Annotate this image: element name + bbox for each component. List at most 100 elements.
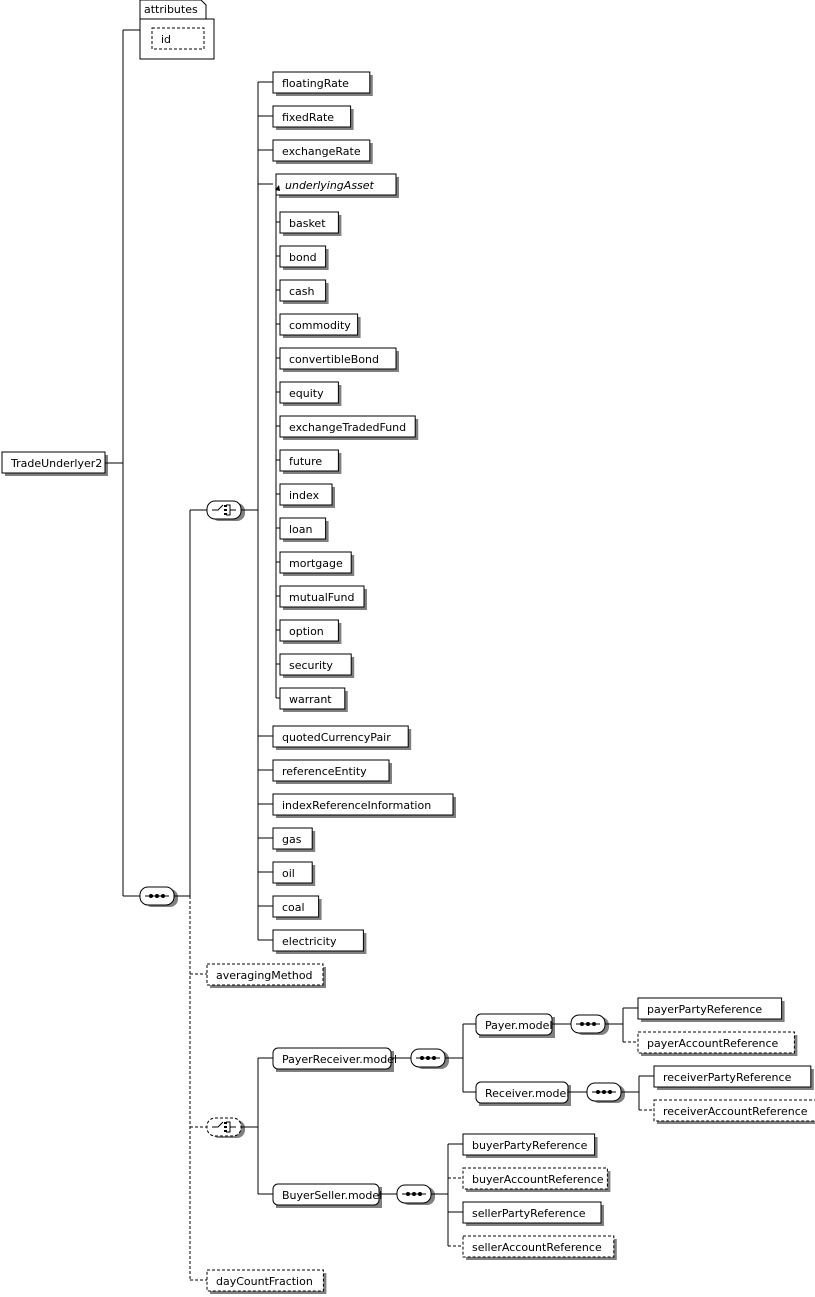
substitution-arrow-icon: [275, 185, 280, 191]
element-cash-label: cash: [289, 285, 315, 298]
element-exchangeRate[interactable]: exchangeRate: [272, 139, 373, 164]
element-loan[interactable]: loan: [279, 517, 329, 542]
box-frame: [272, 759, 390, 782]
box-frame: [462, 1167, 608, 1190]
box-frame: [279, 619, 339, 642]
element-buyerAccountReference[interactable]: buyerAccountReference: [462, 1167, 611, 1192]
sequence-dot: [412, 1192, 416, 1196]
box-frame: [272, 861, 313, 884]
element-gas[interactable]: gas: [272, 827, 316, 852]
element-receiverpartyreference[interactable]: receiverPartyReference: [653, 1065, 814, 1090]
element-referenceEntity[interactable]: referenceEntity: [272, 759, 392, 784]
element-payerpartyreference-label: payerPartyReference: [647, 1003, 762, 1016]
sequence-dot: [596, 1090, 600, 1094]
element-coal[interactable]: coal: [272, 895, 322, 920]
element-gas-label: gas: [282, 833, 302, 846]
element-index[interactable]: index: [279, 483, 335, 508]
sequence-dot: [580, 1022, 584, 1026]
sequence-dot: [406, 1192, 410, 1196]
element-indexReferenceInformation-label: indexReferenceInformation: [282, 799, 431, 812]
element-mutualFund[interactable]: mutualFund: [279, 585, 367, 610]
element-receiverpartyreference-label: receiverPartyReference: [663, 1071, 792, 1084]
box-frame: [206, 1269, 324, 1292]
box-frame: [279, 517, 327, 540]
element-daycountfraction[interactable]: dayCountFraction: [206, 1269, 327, 1294]
box-frame: [279, 381, 339, 404]
element-receiveraccountreference[interactable]: receiverAccountReference: [653, 1099, 815, 1124]
element-electricity[interactable]: electricity: [272, 929, 367, 954]
box-frame: [272, 827, 313, 850]
box-frame: [279, 245, 327, 268]
sequence-compositor-icon: [586, 1082, 625, 1103]
element-equity[interactable]: equity: [279, 381, 342, 406]
attribute-id[interactable]: id: [161, 33, 171, 46]
sequence-dot: [592, 1022, 596, 1026]
sequence-dot: [418, 1192, 422, 1196]
element-cash[interactable]: cash: [279, 279, 329, 304]
element-exchangeTradedFund-label: exchangeTradedFund: [289, 421, 406, 434]
element-security[interactable]: security: [279, 653, 355, 678]
element-coal-label: coal: [282, 901, 305, 914]
element-loan-label: loan: [289, 523, 313, 536]
sequence-dot: [149, 894, 153, 898]
element-fixedRate-label: fixedRate: [282, 111, 334, 124]
element-exchangeTradedFund[interactable]: exchangeTradedFund: [279, 415, 419, 440]
box-frame: [279, 653, 352, 676]
element-basket[interactable]: basket: [279, 211, 342, 236]
root-element-tradeunderlyer2[interactable]: TradeUnderlyer2: [1, 451, 108, 476]
element-payeraccountreference[interactable]: payerAccountReference: [637, 1031, 798, 1056]
element-oil[interactable]: oil: [272, 861, 316, 886]
element-future[interactable]: future: [279, 449, 342, 474]
element-sellerPartyReference[interactable]: sellerPartyReference: [462, 1201, 604, 1226]
choice-switch: [212, 1121, 224, 1128]
sequence-dot: [420, 1056, 424, 1060]
element-fixedRate[interactable]: fixedRate: [272, 105, 354, 130]
element-receiveraccountreference-label: receiverAccountReference: [663, 1105, 808, 1118]
choice-dot: [224, 1126, 227, 1128]
sequence-dot: [155, 894, 159, 898]
element-quotedCurrencyPair[interactable]: quotedCurrencyPair: [272, 725, 412, 750]
element-security-label: security: [289, 659, 333, 672]
element-mortgage[interactable]: mortgage: [279, 551, 355, 576]
choice-dot: [224, 509, 227, 511]
element-oil-label: oil: [282, 867, 295, 880]
choice-switch: [212, 504, 224, 511]
group-payer-model[interactable]: Payer.model: [475, 1013, 555, 1038]
element-buyerPartyReference[interactable]: buyerPartyReference: [462, 1133, 598, 1158]
element-warrant-label: warrant: [289, 693, 332, 706]
box-frame: [272, 895, 320, 918]
element-option-label: option: [289, 625, 324, 638]
element-sellerAccountReference[interactable]: sellerAccountReference: [462, 1235, 617, 1260]
element-mortgage-label: mortgage: [289, 557, 343, 570]
sequence-compositor-icon: [396, 1184, 435, 1205]
element-payerpartyreference[interactable]: payerPartyReference: [637, 997, 785, 1022]
box-frame: [653, 1099, 815, 1122]
element-averagingmethod[interactable]: averagingMethod: [206, 963, 326, 988]
sequence-compositor-icon: [410, 1048, 449, 1069]
attributes-title: attributes: [144, 3, 198, 16]
box-frame: [272, 725, 409, 748]
sequence-dot: [608, 1090, 612, 1094]
box-frame: [279, 483, 333, 506]
choice-compositor-icon: [206, 500, 245, 521]
element-floatingRate[interactable]: floatingRate: [272, 71, 373, 96]
element-warrant[interactable]: warrant: [279, 687, 348, 712]
element-option[interactable]: option: [279, 619, 342, 644]
group-buyerseller-model-label: BuyerSeller.model: [282, 1189, 382, 1202]
box-frame: [637, 1031, 795, 1054]
element-mutualFund-label: mutualFund: [289, 591, 354, 604]
element-referenceEntity-label: referenceEntity: [282, 765, 367, 778]
element-convertibleBond[interactable]: convertibleBond: [279, 347, 399, 372]
group-payerreceiver-model[interactable]: PayerReceiver.model: [272, 1047, 397, 1072]
element-commodity[interactable]: commodity: [279, 313, 361, 338]
group-buyerseller-model[interactable]: BuyerSeller.model: [272, 1183, 382, 1208]
box-frame: [272, 139, 371, 162]
element-bond[interactable]: bond: [279, 245, 329, 270]
group-receiver-model[interactable]: Receiver.model: [475, 1081, 571, 1106]
element-indexReferenceInformation[interactable]: indexReferenceInformation: [272, 793, 456, 818]
box-frame: [462, 1201, 602, 1224]
box-frame: [637, 997, 783, 1020]
group-receiver-model-label: Receiver.model: [485, 1087, 569, 1100]
element-underlyingasset[interactable]: underlyingAsset: [275, 173, 399, 198]
